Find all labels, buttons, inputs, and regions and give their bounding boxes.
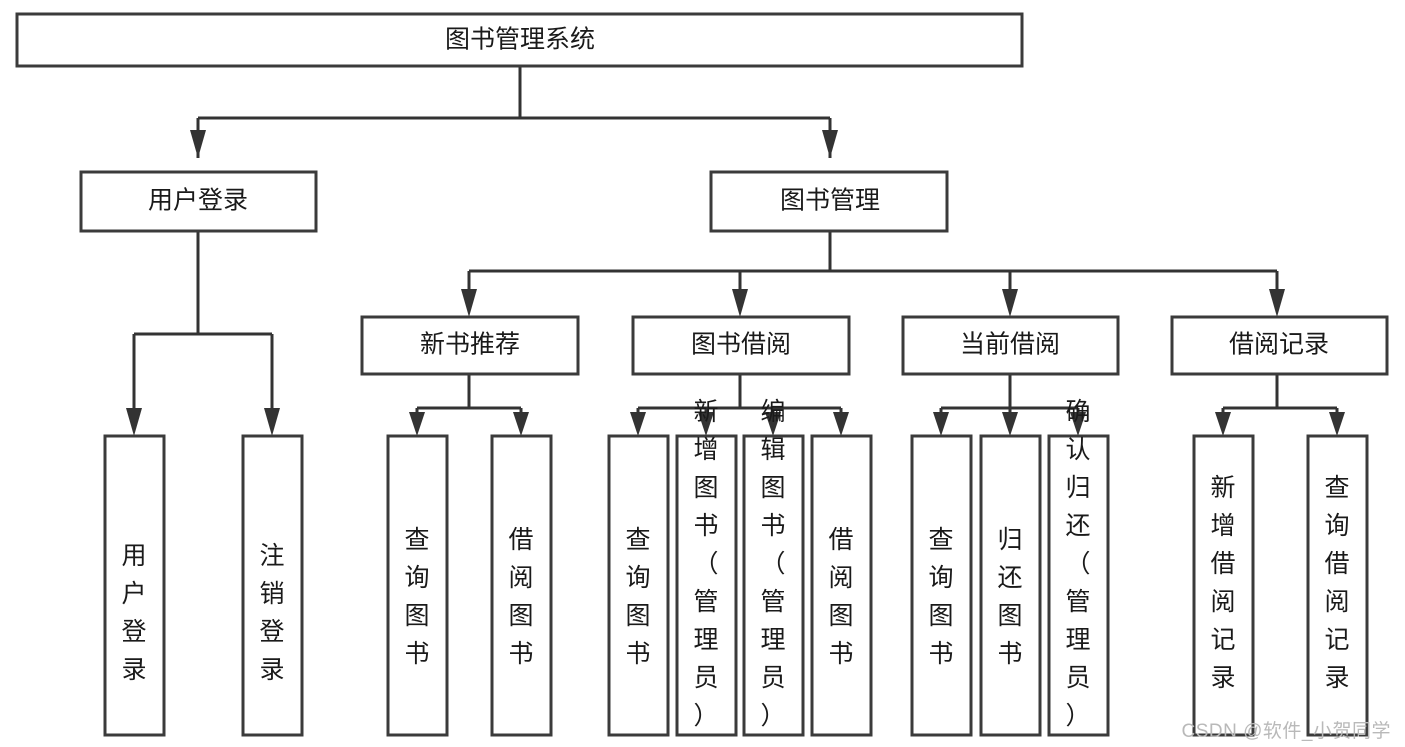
node-book-manage-label: 图书管理 [780,187,880,215]
node-user-login-box[interactable] [79,170,318,233]
node-leaf-user-login-label: 用户登录 [121,542,146,684]
node-leaf-user-logout[interactable]: 注销登录 [241,434,304,737]
node-leaf-borrow-query[interactable]: 查询图书 [607,434,670,737]
node-leaf-cur-query-box[interactable] [910,434,973,737]
node-borrow-record-box[interactable] [1170,315,1389,376]
arrowhead-current-borrow [1002,289,1018,317]
node-root-label: 图书管理系统 [445,26,595,54]
node-leaf-cur-query[interactable]: 查询图书 [910,434,973,737]
arrowhead-leaf-cur-return [1002,412,1018,436]
node-leaf-borrow-query-box[interactable] [607,434,670,737]
node-leaf-borrow-edit[interactable]: 编辑图书（管理员） [742,398,805,737]
node-new-book-rec-box[interactable] [360,315,580,376]
node-leaf-cur-return-label: 归还图书 [997,526,1022,668]
node-leaf-rec-add-box[interactable] [1192,434,1255,737]
node-leaf-cur-confirm-box[interactable] [1047,434,1110,737]
node-leaf-borrow-lend[interactable]: 借阅图书 [810,434,873,737]
node-leaf-user-login[interactable]: 用户登录 [103,434,166,737]
node-leaf-user-login-box[interactable] [103,434,166,737]
arrowhead-leaf-rec-query [409,412,425,436]
arrowhead-leaf-borrow-add [698,412,714,436]
node-leaf-user-logout-label: 注销登录 [259,542,284,684]
node-leaf-borrow-add-label: 新增图书（管理员） [693,398,718,730]
node-borrow-record[interactable]: 借阅记录 [1170,315,1389,376]
node-leaf-borrow-query-label: 查询图书 [625,526,650,668]
arrowhead-leaf-borrow-lend [833,412,849,436]
csdn-watermark: CSDN @软件_小贺同学 [1181,721,1391,742]
arrowhead-leaf-rec-add [1215,412,1231,436]
arrowhead-book-manage [822,130,838,158]
arrowhead-leaf-cur-confirm [1070,412,1086,436]
arrowhead-layer [126,130,1345,436]
node-leaf-user-logout-box[interactable] [241,434,304,737]
node-root-box[interactable] [15,12,1024,68]
node-leaf-rec-borrow-label: 借阅图书 [508,526,533,668]
node-book-borrow[interactable]: 图书借阅 [631,315,851,376]
node-leaf-rec-borrow-box[interactable] [490,434,553,737]
arrowhead-leaf-borrow-edit [765,412,781,436]
arrowhead-borrow-record [1269,289,1285,317]
node-leaf-cur-return[interactable]: 归还图书 [979,434,1042,737]
node-leaf-borrow-lend-label: 借阅图书 [828,526,853,668]
arrowhead-leaf-user-login [126,408,142,436]
arrowhead-leaf-borrow-query [630,412,646,436]
node-leaf-rec-query[interactable]: 查询图书 [386,434,449,737]
node-book-borrow-label: 图书借阅 [691,331,791,359]
node-leaf-cur-confirm-label: 确认归还（管理员） [1065,398,1090,730]
node-book-borrow-box[interactable] [631,315,851,376]
node-leaf-rec-search[interactable]: 查询借阅记录 [1306,434,1369,737]
node-leaf-rec-query-box[interactable] [386,434,449,737]
node-leaf-rec-search-box[interactable] [1306,434,1369,737]
node-book-manage-box[interactable] [709,170,949,233]
node-current-borrow[interactable]: 当前借阅 [901,315,1120,376]
arrowhead-leaf-rec-search [1329,412,1345,436]
node-leaf-borrow-edit-label: 编辑图书（管理员） [760,398,785,730]
node-leaf-rec-search-label: 查询借阅记录 [1324,474,1349,692]
node-leaf-cur-return-box[interactable] [979,434,1042,737]
node-user-login[interactable]: 用户登录 [79,170,318,233]
node-leaf-rec-query-label: 查询图书 [404,526,429,668]
node-leaf-borrow-add-box[interactable] [675,434,738,737]
node-current-borrow-label: 当前借阅 [960,331,1060,359]
arrowhead-leaf-cur-query [933,412,949,436]
node-leaf-rec-add[interactable]: 新增借阅记录 [1192,434,1255,737]
node-leaf-cur-confirm[interactable]: 确认归还（管理员） [1047,398,1110,737]
node-leaf-rec-add-label: 新增借阅记录 [1210,474,1235,692]
node-user-login-label: 用户登录 [148,187,248,215]
node-current-borrow-box[interactable] [901,315,1120,376]
arrowhead-leaf-user-logout [264,408,280,436]
arrowhead-book-borrow [732,289,748,317]
node-leaf-borrow-lend-box[interactable] [810,434,873,737]
node-new-book-rec-label: 新书推荐 [420,331,520,359]
arrowhead-user-login [190,130,206,158]
node-new-book-rec[interactable]: 新书推荐 [360,315,580,376]
node-root[interactable]: 图书管理系统 [15,12,1024,68]
node-leaf-cur-query-label: 查询图书 [928,526,953,668]
arrowhead-leaf-rec-borrow [513,412,529,436]
node-leaf-rec-borrow[interactable]: 借阅图书 [490,434,553,737]
node-leaf-borrow-edit-box[interactable] [742,434,805,737]
node-leaf-borrow-add[interactable]: 新增图书（管理员） [675,398,738,737]
node-borrow-record-label: 借阅记录 [1229,331,1329,359]
node-book-manage[interactable]: 图书管理 [709,170,949,233]
arrowhead-new-book-rec [461,289,477,317]
